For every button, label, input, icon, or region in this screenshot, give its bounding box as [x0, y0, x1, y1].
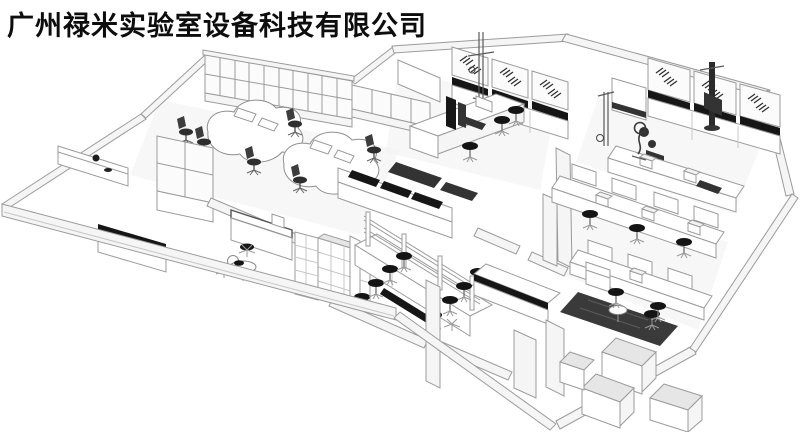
monitor	[233, 107, 257, 123]
back-cabinet	[397, 59, 441, 103]
interior-window	[156, 135, 214, 223]
sink-trough	[380, 288, 434, 325]
bench-row-b	[569, 239, 713, 323]
office-desk	[227, 209, 293, 272]
side-cabinet	[611, 77, 647, 121]
counter-mat	[380, 181, 412, 198]
faucet	[104, 168, 112, 172]
back-panel	[693, 205, 719, 229]
bench-row-a	[551, 163, 725, 259]
bench-mat	[460, 116, 486, 130]
edge-counter	[473, 263, 561, 325]
back-panel	[571, 163, 597, 187]
counter-top-dark	[648, 90, 690, 111]
wall-segment	[473, 227, 521, 255]
bench-equipment-box	[475, 95, 493, 113]
monitor	[309, 139, 333, 155]
desk-pc	[271, 213, 285, 229]
floor-mat	[388, 162, 442, 188]
cabinet-block	[559, 351, 595, 391]
kettle	[92, 154, 100, 162]
hose-stand	[631, 121, 647, 161]
outer-wall-front-center	[393, 311, 557, 431]
prep-counter	[57, 145, 129, 187]
instrument-stack	[458, 102, 466, 128]
wall-segment	[425, 279, 441, 389]
outer-wall-step	[349, 45, 400, 85]
front-cabinet-blocks	[559, 337, 703, 432]
microscope-stand	[699, 62, 725, 131]
cabinet-block	[581, 373, 635, 429]
counter-top-dark	[740, 116, 780, 136]
wall-pillar	[513, 329, 537, 399]
cabinet-block	[649, 383, 703, 432]
workstation-desk	[206, 99, 304, 163]
back-panel	[653, 191, 679, 215]
counter-top-dark	[532, 101, 568, 121]
monitor	[257, 117, 279, 132]
eyewash-station	[596, 91, 615, 146]
window-mullions	[204, 58, 353, 116]
desk-chair	[240, 243, 254, 251]
instrument-room	[388, 32, 569, 201]
bench-mat	[696, 180, 722, 194]
back-panel	[611, 177, 637, 201]
corridor-walls	[473, 147, 573, 277]
counter-mat	[348, 170, 380, 187]
wall-segment	[328, 297, 429, 349]
company-title: 广州禄米实验室设备科技有限公司	[7, 11, 427, 42]
wall-segment	[542, 193, 558, 267]
teapot	[234, 260, 244, 266]
right-lab-room	[596, 57, 781, 213]
mat-counter	[337, 167, 453, 239]
wall-pillar	[545, 319, 565, 397]
floor-mat	[440, 182, 478, 201]
central-island-bench	[349, 211, 494, 337]
instrument-stack	[446, 96, 456, 130]
counter-mat	[411, 192, 443, 209]
outer-wall-right-lower	[689, 193, 799, 353]
monitor	[333, 149, 355, 164]
workstation-cluster-1	[176, 99, 304, 176]
